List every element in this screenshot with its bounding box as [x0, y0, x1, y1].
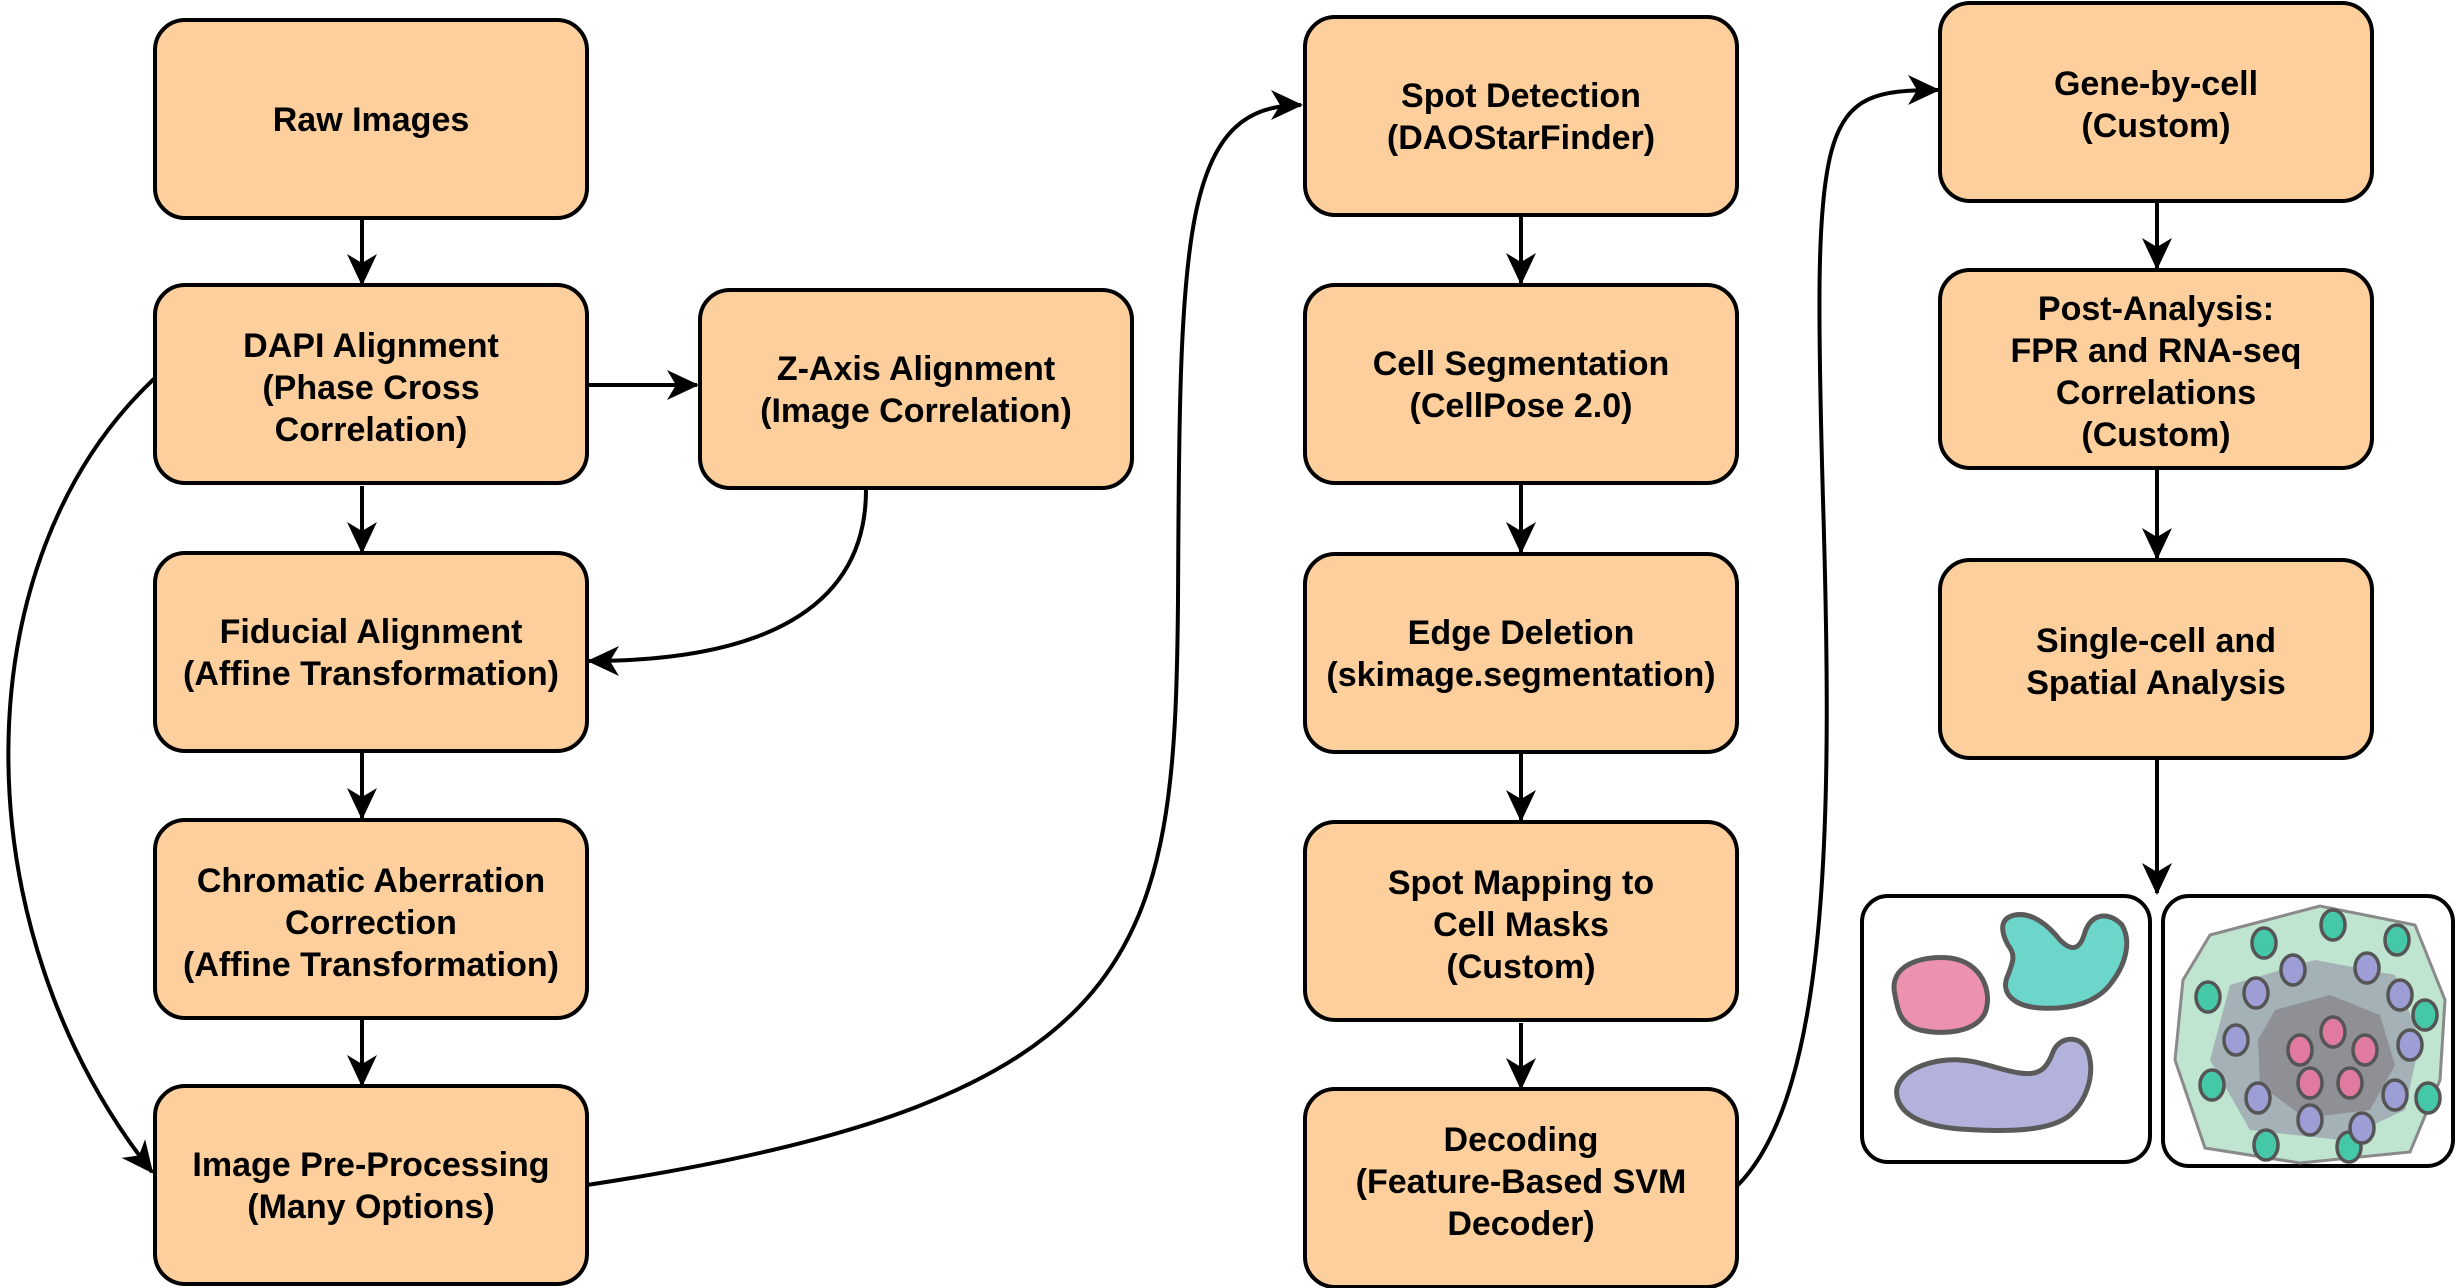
nodes-layer: Raw Images DAPI Alignment (Phase Cross C…	[153, 1, 2374, 1288]
node-z-axis-alignment-line-2: (Image Correlation)	[760, 392, 1072, 430]
node-decoding-line-1: Decoding	[1444, 1121, 1599, 1159]
node-chromatic-aberration-line-1: Chromatic Aberration	[197, 862, 545, 900]
node-spot-mapping-line-3: (Custom)	[1446, 948, 1595, 986]
teal-cell	[2194, 980, 2222, 1014]
edge-image-preprocessing-to-spot-detection	[586, 90, 1303, 1187]
node-single-cell-spatial: Single-cell and Spatial Analysis	[1938, 558, 2374, 760]
node-post-analysis-line-4: (Custom)	[2081, 416, 2230, 454]
node-z-axis-alignment-line-1: Z-Axis Alignment	[777, 350, 1055, 388]
node-chromatic-aberration-line-3: (Affine Transformation)	[183, 946, 559, 984]
node-single-cell-spatial-line-2: Spatial Analysis	[2026, 664, 2286, 702]
node-z-axis-alignment: Z-Axis Alignment (Image Correlation)	[698, 288, 1134, 490]
node-post-analysis-line-1: Post-Analysis:	[2038, 290, 2274, 328]
node-spot-detection-line-1: Spot Detection	[1401, 77, 1641, 115]
lavender-cell	[2348, 1111, 2376, 1145]
node-spot-mapping-line-2: Cell Masks	[1433, 906, 1609, 944]
pink-cell-blob	[1891, 955, 1990, 1035]
node-raw-images-line-1: Raw Images	[273, 101, 470, 139]
lavender-cell	[2242, 976, 2270, 1010]
node-gene-by-cell-line-1: Gene-by-cell	[2054, 65, 2258, 103]
pink-cell	[2296, 1066, 2324, 1100]
lavender-cell	[2353, 951, 2381, 985]
node-decoding-line-3: Decoder)	[1447, 1205, 1594, 1243]
pink-cell	[2286, 1033, 2314, 1067]
lavender-cell	[2279, 953, 2307, 987]
node-spot-mapping-line-1: Spot Mapping to	[1388, 864, 1654, 902]
teal-cell	[2411, 998, 2439, 1032]
node-image-preprocessing-line-2: (Many Options)	[247, 1188, 494, 1226]
node-dapi-alignment-line-2: (Phase Cross	[262, 369, 479, 407]
node-edge-deletion-line-1: Edge Deletion	[1408, 614, 1635, 652]
node-edge-deletion: Edge Deletion (skimage.segmentation)	[1303, 552, 1739, 754]
node-chromatic-aberration-line-2: Correction	[285, 904, 457, 942]
node-gene-by-cell-line-2: (Custom)	[2081, 107, 2230, 145]
node-image-preprocessing: Image Pre-Processing (Many Options)	[153, 1084, 589, 1286]
node-single-cell-spatial-line-1: Single-cell and	[2036, 622, 2276, 660]
lavender-cell	[2396, 1028, 2424, 1062]
lavender-cell	[2244, 1081, 2272, 1115]
lavender-cell	[2296, 1103, 2324, 1137]
lavender-cell	[2386, 978, 2414, 1012]
lavender-cell	[2381, 1078, 2409, 1112]
teal-cell	[2250, 926, 2278, 960]
node-chromatic-aberration: Chromatic Aberration Correction (Affine …	[153, 818, 589, 1020]
node-cell-segmentation-line-2: (CellPose 2.0)	[1410, 387, 1633, 425]
edge-z-axis-alignment-to-fiducial-alignment	[587, 489, 868, 676]
teal-cell	[2383, 923, 2411, 957]
tissue-panel	[2161, 894, 2455, 1168]
node-cell-segmentation-line-1: Cell Segmentation	[1373, 345, 1670, 383]
pink-cell	[2351, 1033, 2379, 1067]
edge-dapi-alignment-to-image-preprocessing	[6, 376, 157, 1174]
result-illustrations	[1860, 894, 2455, 1168]
teal-cell	[2198, 1068, 2226, 1102]
teal-cell-blob	[2000, 912, 2130, 1011]
cell-shapes-panel	[1860, 894, 2152, 1164]
node-dapi-alignment-line-1: DAPI Alignment	[243, 327, 499, 365]
node-decoding-line-2: (Feature-Based SVM	[1356, 1163, 1687, 1201]
node-raw-images: Raw Images	[153, 18, 589, 220]
teal-cell	[2252, 1128, 2280, 1162]
edges-layer	[6, 75, 2172, 1187]
node-gene-by-cell: Gene-by-cell (Custom)	[1938, 1, 2374, 203]
node-edge-deletion-line-2: (skimage.segmentation)	[1326, 656, 1715, 694]
pink-cell	[2319, 1015, 2347, 1049]
edge-decoding-to-gene-by-cell	[1736, 75, 1940, 1187]
teal-cell	[2319, 908, 2347, 942]
node-post-analysis-line-2: FPR and RNA-seq	[2011, 332, 2302, 370]
node-spot-detection: Spot Detection (DAOStarFinder)	[1303, 15, 1739, 217]
node-post-analysis: Post-Analysis: FPR and RNA-seq Correlati…	[1938, 268, 2374, 470]
node-post-analysis-line-3: Correlations	[2056, 374, 2256, 412]
lavender-cell	[2222, 1023, 2250, 1057]
node-dapi-alignment: DAPI Alignment (Phase Cross Correlation)	[153, 283, 589, 485]
node-decoding: Decoding (Feature-Based SVM Decoder)	[1303, 1087, 1739, 1288]
node-cell-segmentation: Cell Segmentation (CellPose 2.0)	[1303, 283, 1739, 485]
pink-cell	[2336, 1066, 2364, 1100]
node-fiducial-alignment: Fiducial Alignment (Affine Transformatio…	[153, 551, 589, 753]
node-fiducial-alignment-line-2: (Affine Transformation)	[183, 655, 559, 693]
node-image-preprocessing-line-1: Image Pre-Processing	[192, 1146, 549, 1184]
node-dapi-alignment-line-3: Correlation)	[275, 411, 468, 449]
node-fiducial-alignment-line-1: Fiducial Alignment	[220, 613, 523, 651]
node-spot-detection-line-2: (DAOStarFinder)	[1387, 119, 1655, 157]
lavender-cell-blob	[1894, 1036, 2094, 1134]
teal-cell	[2414, 1081, 2442, 1115]
node-spot-mapping: Spot Mapping to Cell Masks (Custom)	[1303, 820, 1739, 1022]
